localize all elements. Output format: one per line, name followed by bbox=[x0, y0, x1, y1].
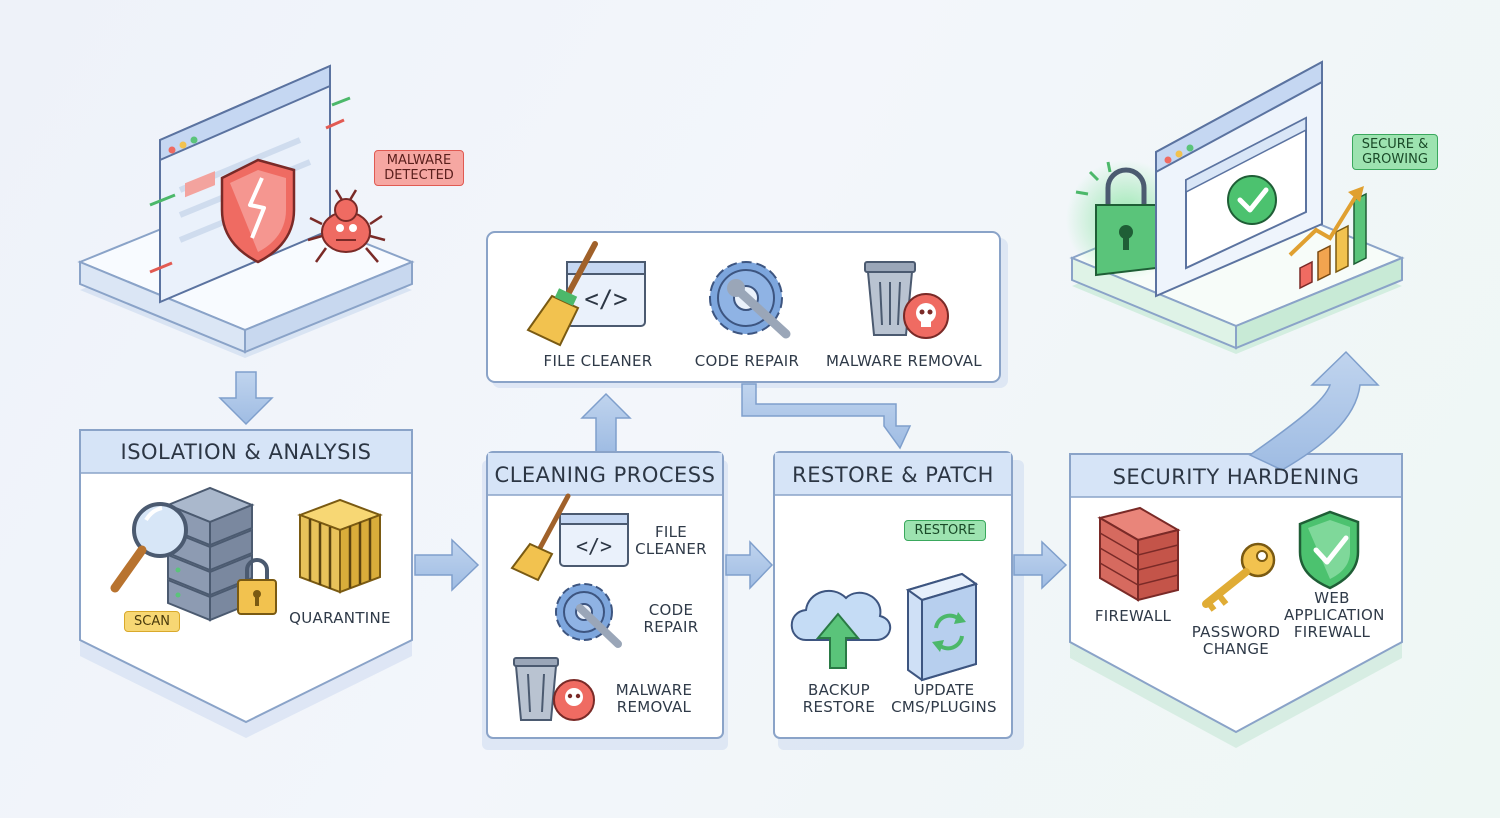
padlock-icon-scan bbox=[237, 558, 277, 615]
quarantine-cage-icon bbox=[297, 498, 383, 594]
restore-title: RESTORE & PATCH bbox=[792, 463, 994, 487]
broken-shield-icon bbox=[220, 158, 296, 264]
backup-restore-label: BACKUP RESTORE bbox=[802, 681, 876, 716]
broom-code-icon: </> bbox=[510, 493, 629, 582]
svg-text:</>: </> bbox=[576, 534, 612, 558]
arrow-right-3 bbox=[1013, 540, 1068, 590]
cloud-upload-icon bbox=[790, 589, 891, 669]
broom-code-icon-top: </> bbox=[526, 241, 646, 347]
malware-detected-badge: MALWARE DETECTED bbox=[374, 150, 464, 186]
gear-wrench-icon-top bbox=[709, 261, 791, 339]
secure-browser-window-icon bbox=[1155, 60, 1323, 298]
key-icon bbox=[1202, 542, 1276, 612]
arrow-tools-to-restore bbox=[741, 383, 912, 450]
update-box-icon bbox=[905, 572, 979, 682]
arrow-right-2 bbox=[725, 540, 774, 590]
malware-bug-icon bbox=[307, 189, 386, 263]
password-change-label: PASSWORD CHANGE bbox=[1191, 623, 1281, 658]
trash-skull-icon-top bbox=[864, 261, 949, 339]
cleaning-title: CLEANING PROCESS bbox=[494, 463, 716, 487]
arrow-right-1 bbox=[414, 538, 480, 592]
trash-skull-icon bbox=[513, 657, 595, 721]
waf-label: WEB APPLICATION FIREWALL bbox=[1284, 589, 1385, 641]
arrow-curve-up bbox=[1248, 350, 1380, 471]
isolation-title: ISOLATION & ANALYSIS bbox=[120, 440, 372, 464]
tools-file-cleaner-label: FILE CLEANER bbox=[543, 352, 653, 370]
magnifier-icon bbox=[110, 502, 188, 593]
gear-wrench-icon bbox=[555, 583, 622, 648]
secure-padlock-icon bbox=[1075, 161, 1157, 277]
hardening-title: SECURITY HARDENING bbox=[1112, 465, 1360, 489]
restore-badge: RESTORE bbox=[904, 520, 986, 541]
update-cms-label: UPDATE CMS/PLUGINS bbox=[891, 681, 997, 716]
scan-badge: SCAN bbox=[124, 611, 180, 632]
secure-growing-badge: SECURE & GROWING bbox=[1352, 134, 1438, 170]
arrow-up-tools bbox=[580, 392, 632, 453]
quarantine-label: QUARANTINE bbox=[289, 609, 391, 627]
firewall-label: FIREWALL bbox=[1094, 607, 1172, 625]
firewall-brick-icon bbox=[1097, 506, 1181, 602]
malware-removal-label: MALWARE REMOVAL bbox=[615, 681, 693, 716]
code-repair-label: CODE REPAIR bbox=[643, 601, 699, 636]
growth-chart-icon bbox=[1288, 186, 1367, 290]
svg-text:</>: </> bbox=[584, 285, 627, 313]
file-cleaner-label: FILE CLEANER bbox=[635, 523, 707, 558]
waf-shield-icon bbox=[1298, 510, 1360, 590]
arrow-down-1 bbox=[218, 371, 274, 426]
tools-code-repair-label: CODE REPAIR bbox=[694, 352, 800, 370]
tools-malware-removal-label: MALWARE REMOVAL bbox=[826, 352, 982, 370]
